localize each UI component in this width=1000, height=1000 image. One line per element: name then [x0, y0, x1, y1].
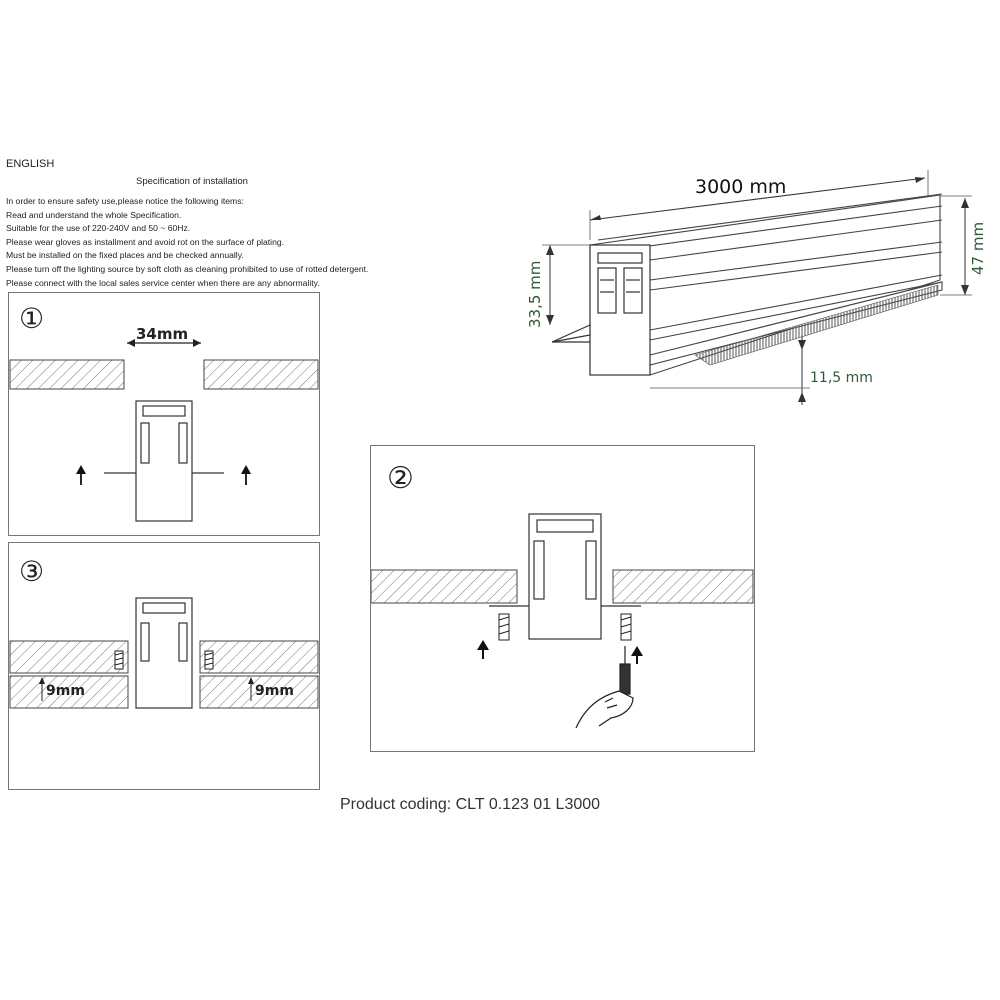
ceiling-board-left	[370, 569, 518, 604]
depth-label-left: 9mm	[46, 683, 85, 699]
ceiling-board-upper-right	[199, 640, 319, 674]
arrow-up-icon	[76, 465, 86, 485]
product-coding: Product coding: CLT 0.123 01 L3000	[340, 796, 601, 813]
screw-icon	[114, 650, 124, 670]
length-label: 3000 mm	[695, 176, 786, 198]
arrow-up-icon	[241, 465, 251, 485]
step-1-number: ①	[19, 302, 44, 335]
step-3-drawing: ③ 9mm 9mm	[9, 555, 319, 709]
step-1-drawing: ① 34mm	[9, 302, 319, 522]
specification-title: Specification of installation	[136, 176, 248, 187]
flange-label: 11,5 mm	[810, 370, 873, 386]
track-profile-section	[135, 597, 193, 709]
step-2-number: ②	[387, 461, 414, 496]
step-1-panel: ① 34mm	[8, 292, 320, 536]
safety-notes: In order to ensure safety use,please not…	[6, 195, 368, 290]
arrow-up-icon	[477, 640, 489, 659]
note-item: Must be installed on the fixed places an…	[6, 250, 244, 261]
screwdriver-hand-icon	[575, 646, 634, 729]
track-profile-section	[489, 513, 641, 640]
note-item: Suitable for the use of 220-240V and 50 …	[6, 223, 191, 234]
inner-height-label: 33,5 mm	[526, 261, 544, 328]
note-item: Please connect with the local sales serv…	[6, 277, 320, 288]
cutout-width-label: 34mm	[136, 325, 188, 343]
screw-icon	[498, 613, 510, 641]
ceiling-board-left	[9, 359, 125, 390]
ceiling-board-upper-left	[9, 640, 129, 674]
depth-label-right: 9mm	[255, 683, 294, 699]
ceiling-board-lower-left	[9, 675, 129, 709]
arrow-up-icon	[631, 646, 643, 664]
height-label: 47 mm	[969, 222, 987, 275]
step-3-number: ③	[19, 555, 44, 588]
screw-icon	[204, 650, 214, 670]
length-dimension-line	[589, 177, 926, 221]
step-3-panel: ③ 9mm 9mm	[8, 542, 320, 790]
step-2-panel: ②	[370, 445, 755, 752]
screw-icon	[620, 613, 632, 641]
note-item: In order to ensure safety use,please not…	[6, 196, 244, 206]
ceiling-board-right	[203, 359, 319, 390]
note-item: Read and understand the whole Specificat…	[6, 209, 182, 220]
profile-cross-section	[551, 244, 651, 376]
note-item: Please wear gloves as installment and av…	[6, 236, 285, 247]
ceiling-board-right	[612, 569, 754, 604]
track-profile-section	[104, 400, 224, 522]
ceiling-board-lower-right	[199, 675, 319, 709]
language-label: ENGLISH	[6, 158, 55, 170]
step-2-drawing: ②	[370, 461, 754, 729]
track-profile-drawing: 3000 mm 47 mm 33,5 mm	[526, 170, 987, 405]
note-item: Please turn off the lighting source by s…	[6, 263, 369, 274]
